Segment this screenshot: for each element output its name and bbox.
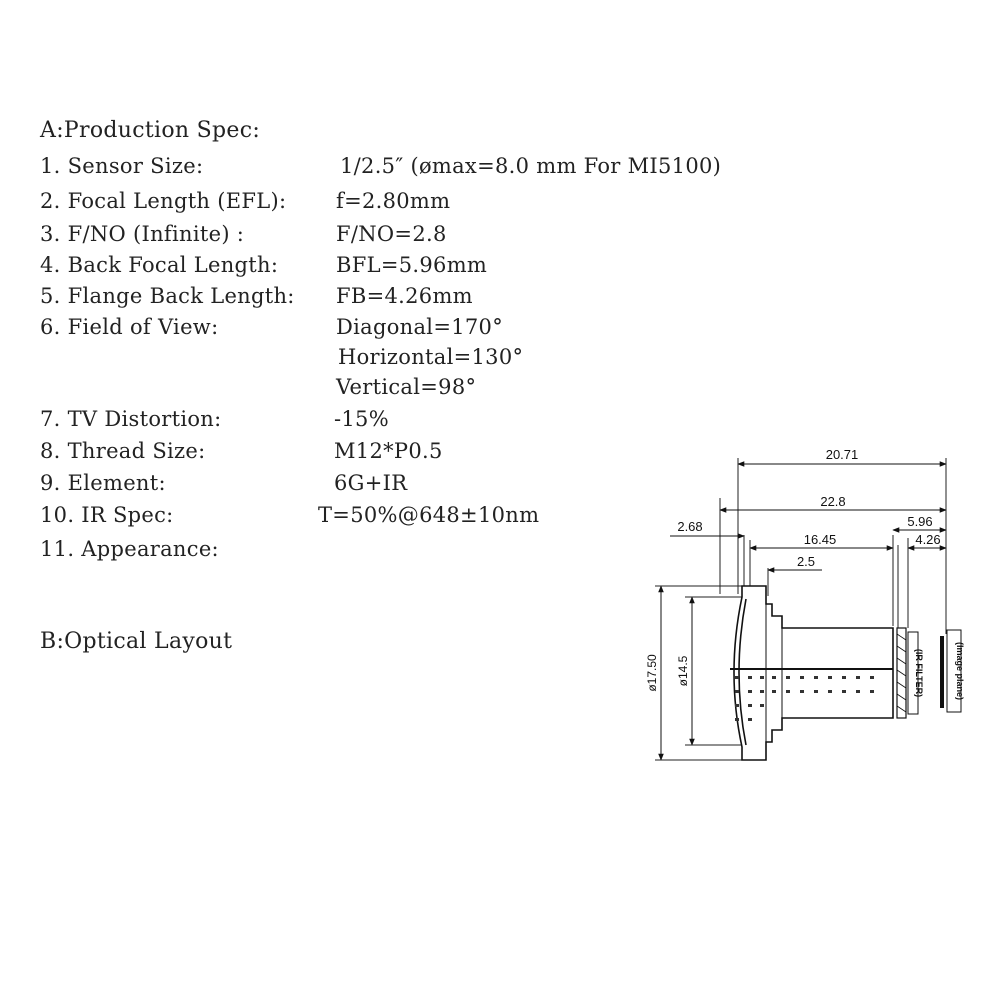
spec-value-fov-horizontal: Horizontal=130° — [338, 345, 524, 369]
dim-body-length: 16.45 — [804, 532, 837, 547]
spec-value-fov-vertical: Vertical=98° — [336, 375, 477, 399]
spec-label-ir-spec: 10. IR Spec: — [40, 503, 174, 527]
spec-value-sensor-size: 1/2.5″ (ømax=8.0 mm For MI5100) — [340, 154, 722, 178]
spec-value-back-focal-length: BFL=5.96mm — [336, 253, 488, 277]
dim-step-length: 2.5 — [797, 554, 815, 569]
spec-value-focal-length: f=2.80mm — [336, 189, 451, 213]
spec-label-tv-distortion: 7. TV Distortion: — [40, 407, 222, 431]
spec-label-element: 9. Element: — [40, 471, 166, 495]
spec-label-f-number: 3. F/NO (Infinite) : — [40, 222, 245, 246]
lens-body — [733, 585, 894, 761]
dim-fb: 4.26 — [915, 532, 940, 547]
spec-value-tv-distortion: -15% — [334, 407, 389, 431]
spec-value-f-number: F/NO=2.8 — [336, 222, 447, 246]
optical-layout-title: B:Optical Layout — [40, 629, 233, 654]
spec-label-back-focal-length: 4. Back Focal Length: — [40, 253, 279, 277]
spec-value-thread-size: M12*P0.5 — [334, 439, 443, 463]
spec-title: A:Production Spec: — [40, 118, 261, 143]
image-plane — [940, 629, 962, 713]
spec-label-thread-size: 8. Thread Size: — [40, 439, 206, 463]
dim-inner-diameter: ø14.5 — [676, 655, 690, 686]
dimension-lines — [658, 461, 947, 761]
spec-value-flange-back-length: FB=4.26mm — [336, 284, 473, 308]
spec-label-focal-length: 2. Focal Length (EFL): — [40, 189, 287, 213]
dim-bfl: 5.96 — [907, 514, 932, 529]
dim-front-length: 2.68 — [677, 519, 702, 534]
spec-value-fov-diagonal: Diagonal=170° — [336, 315, 503, 339]
image-plane-label: (Image plane) — [955, 642, 965, 700]
ir-filter-label: (IR FILTER) — [914, 649, 924, 697]
dim-outer-diameter: ø17.50 — [645, 654, 659, 692]
lens-elements — [730, 668, 893, 721]
spec-value-ir-spec: T=50%@648±10nm — [318, 503, 540, 527]
dim-overall-length: 20.71 — [826, 447, 859, 462]
spec-label-field-of-view: 6. Field of View: — [40, 315, 219, 339]
spec-value-element: 6G+IR — [334, 471, 408, 495]
dim-total-length: 22.8 — [820, 494, 845, 509]
ir-filter — [896, 627, 919, 719]
spec-label-flange-back-length: 5. Flange Back Length: — [40, 284, 295, 308]
spec-label-sensor-size: 1. Sensor Size: — [40, 154, 204, 178]
spec-label-appearance: 11. Appearance: — [40, 537, 219, 561]
